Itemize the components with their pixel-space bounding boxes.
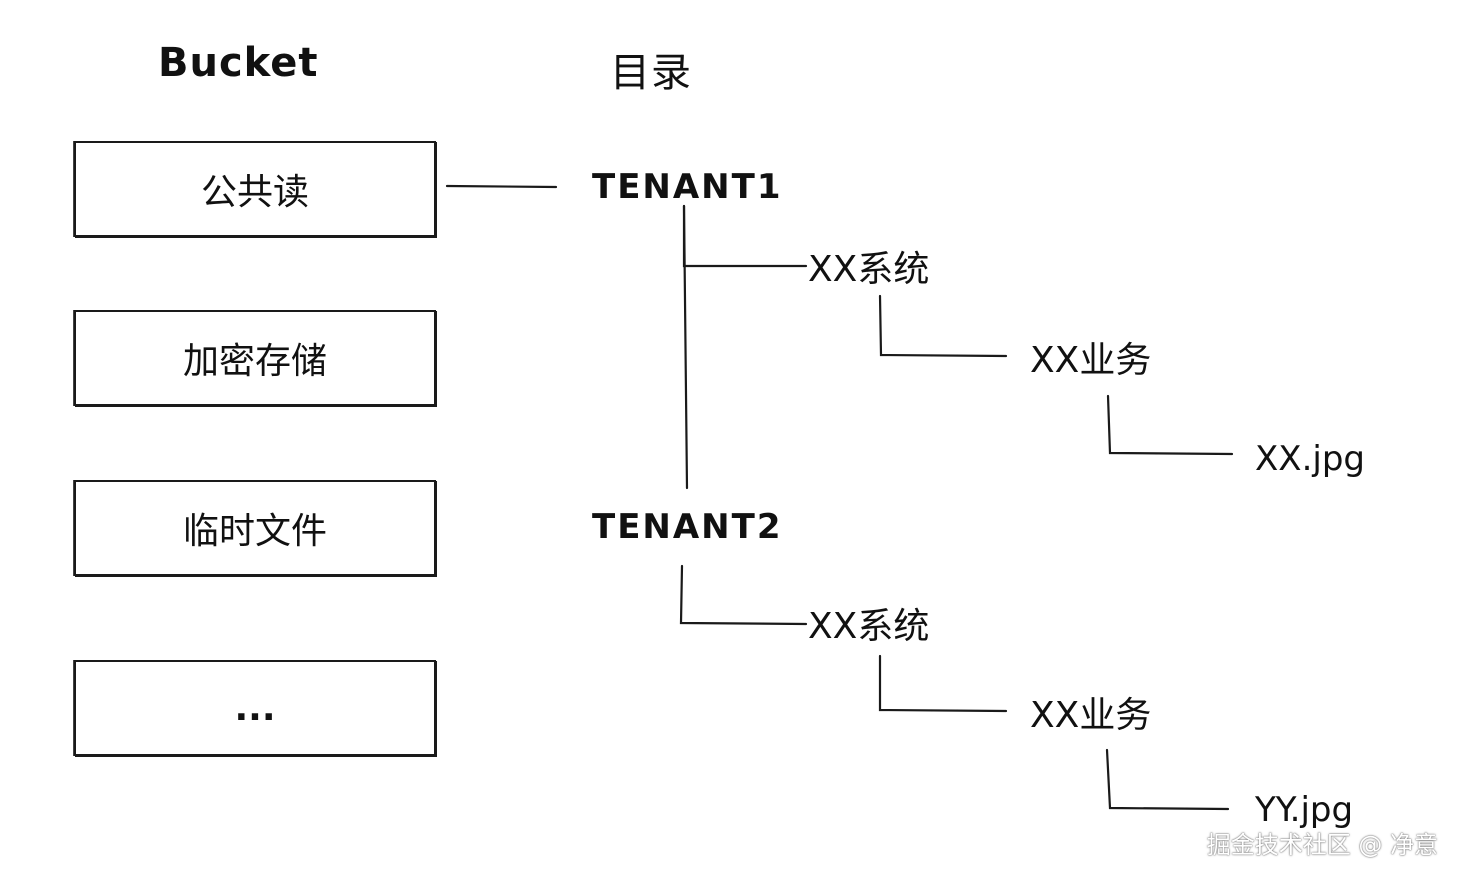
bucket-label: 加密存储 xyxy=(182,341,327,382)
bucket-box-more: ... xyxy=(74,660,436,756)
tenant1-business-node: XX业务 xyxy=(1030,340,1152,381)
business1-to-file1-line xyxy=(1106,394,1234,456)
bucket-heading: Bucket xyxy=(158,40,319,86)
bucket-label: 临时文件 xyxy=(182,511,327,552)
tenant2-system-node: XX系统 xyxy=(808,606,930,647)
tenant1-node: TENANT1 xyxy=(592,167,783,207)
watermark: 掘金技术社区 @ 净意 xyxy=(1206,831,1438,859)
tenant2-node: TENANT2 xyxy=(592,507,783,547)
bucket-box-public-read: 公共读 xyxy=(74,141,436,237)
tenant1-system-node: XX系统 xyxy=(808,249,930,290)
bucket-box-temp-files: 临时文件 xyxy=(74,480,436,576)
tenant2-file-node: YY.jpg xyxy=(1255,790,1354,830)
bucket-label: 公共读 xyxy=(200,172,309,213)
bucket-to-tenant1-line xyxy=(445,184,558,189)
tenant2-business-node: XX业务 xyxy=(1030,695,1152,736)
business2-to-file2-line xyxy=(1105,748,1230,811)
system1-to-business1-line xyxy=(878,294,1008,358)
tenant2-to-system-line xyxy=(679,564,808,626)
bucket-label: ... xyxy=(234,687,276,729)
tenant1-file-node: XX.jpg xyxy=(1255,439,1366,479)
system2-to-business2-line xyxy=(878,654,1008,713)
directory-heading: 目录 xyxy=(610,50,692,96)
tenant1-to-system-line xyxy=(682,204,808,268)
bucket-box-encrypted: 加密存储 xyxy=(74,310,436,406)
